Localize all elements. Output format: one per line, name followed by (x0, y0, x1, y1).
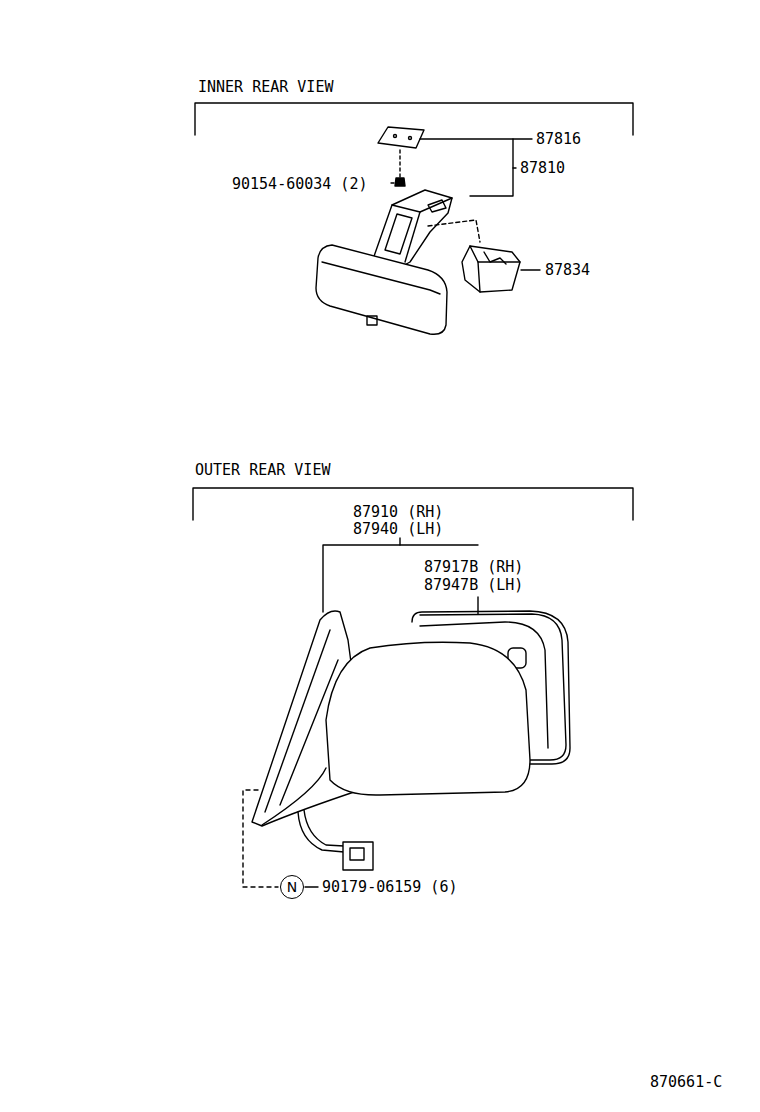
section-heading: INNER REAR VIEW (198, 78, 333, 96)
callout-number: 87810 (520, 159, 565, 177)
section-heading: OUTER REAR VIEW (195, 461, 330, 479)
callout-number: 87917B (RH) (424, 558, 523, 576)
callout-number: 87834 (545, 261, 590, 279)
callout-number: 87816 (536, 130, 581, 148)
callout-number: 87910 (RH) (353, 503, 443, 521)
note-circle: N (280, 875, 304, 899)
part-number: 90179-06159 (6) (322, 878, 457, 896)
callout-number: 87947B (LH) (424, 576, 523, 594)
callout-number: 87940 (LH) (353, 520, 443, 538)
figure-number: 870661-C (650, 1073, 722, 1091)
part-number: 90154-60034 (2) (232, 175, 367, 193)
note-symbol: N (287, 879, 297, 895)
